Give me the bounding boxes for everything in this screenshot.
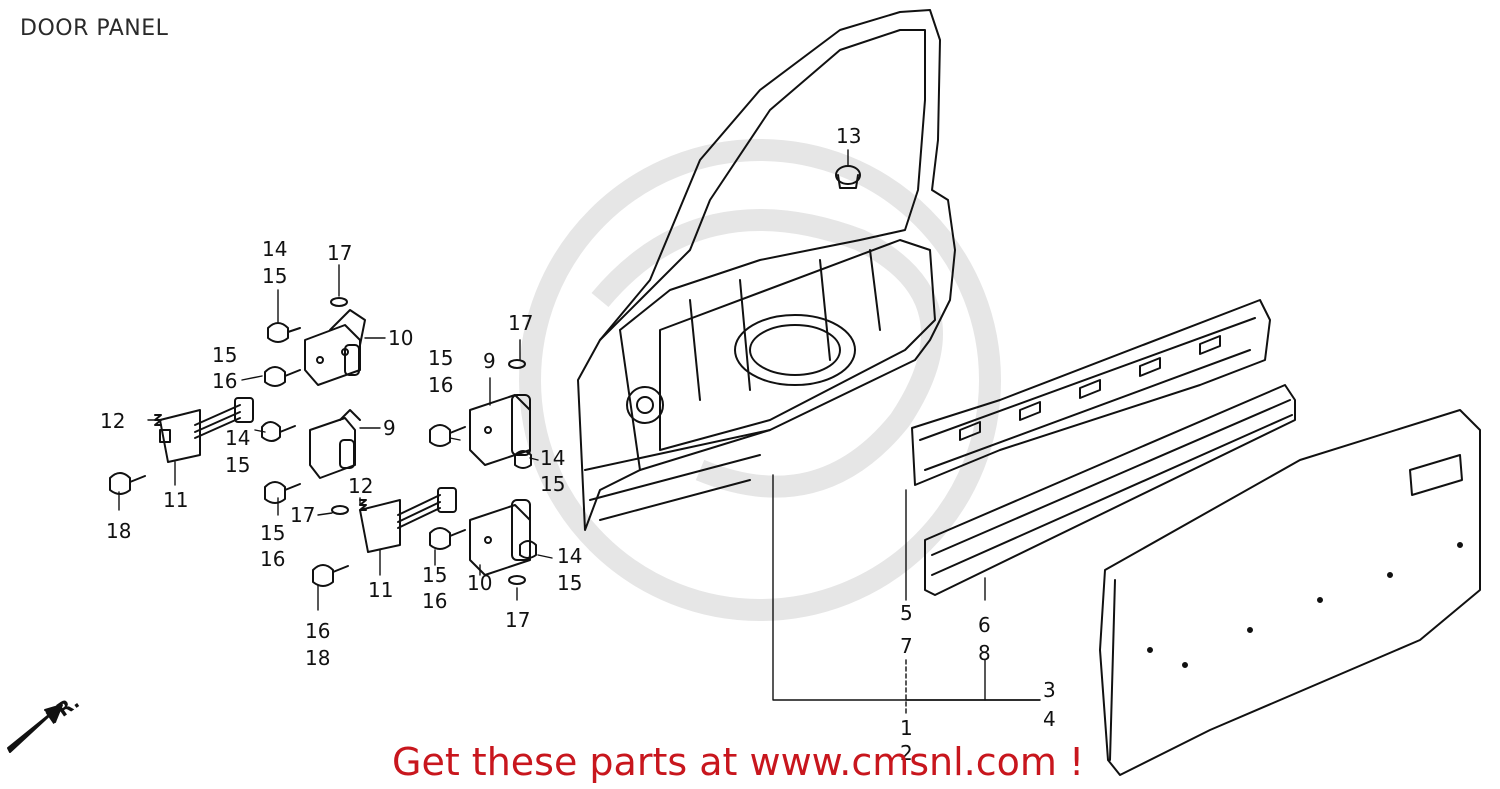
callout-15: 15	[225, 453, 250, 477]
door-reinforcement-beam	[911, 299, 1271, 486]
callout-15: 15	[540, 472, 565, 496]
callout-11: 11	[368, 578, 393, 602]
callout-14: 14	[225, 426, 250, 450]
door-weatherstrip	[924, 384, 1296, 596]
grommet-part	[835, 165, 861, 189]
callout-16: 16	[422, 589, 447, 613]
callout-14: 14	[540, 446, 565, 470]
callout-15: 15	[428, 346, 453, 370]
callout-3: 3	[1043, 678, 1056, 702]
callout-17: 17	[290, 503, 315, 527]
front-label: FR.	[42, 691, 83, 729]
door-checker-upper	[159, 397, 254, 463]
callout-17: 17	[327, 241, 352, 265]
callout-9: 9	[483, 349, 496, 373]
page-title: DOOR PANEL	[20, 16, 169, 41]
callout-12: 12	[100, 409, 125, 433]
callout-15: 15	[557, 571, 582, 595]
callout-16: 16	[428, 373, 453, 397]
callout-7: 7	[900, 634, 913, 658]
upper-hinge-door-side	[469, 394, 531, 466]
callout-11: 11	[163, 488, 188, 512]
callout-15: 15	[260, 521, 285, 545]
callout-10: 10	[467, 571, 492, 595]
callout-16: 16	[212, 369, 237, 393]
callout-10: 10	[388, 326, 413, 350]
callout-5: 5	[900, 601, 913, 625]
part-callouts: 13 14 15 17 10 15 16 12 14 15 9 11 18 15…	[42, 124, 1055, 765]
callout-17: 17	[505, 608, 530, 632]
callout-2: 2	[900, 741, 913, 765]
upper-hinge-assembly	[304, 309, 366, 386]
callout-13: 13	[836, 124, 861, 148]
clip-parts	[154, 297, 526, 585]
callout-15: 15	[212, 343, 237, 367]
callout-16: 16	[260, 547, 285, 571]
callout-6: 6	[978, 613, 991, 637]
callout-16: 16	[305, 619, 330, 643]
callout-15: 15	[422, 563, 447, 587]
callout-14: 14	[557, 544, 582, 568]
door-outer-skin	[1099, 409, 1481, 776]
callout-17: 17	[508, 311, 533, 335]
callout-9: 9	[383, 416, 396, 440]
watermark-logo	[519, 139, 1001, 621]
callout-8: 8	[978, 641, 991, 665]
callout-18: 18	[106, 519, 131, 543]
lower-hinge-door-side	[469, 499, 531, 576]
door-frame	[577, 9, 956, 531]
callout-1: 1	[900, 716, 913, 740]
callout-15: 15	[262, 264, 287, 288]
callout-14: 14	[262, 237, 287, 261]
callout-12: 12	[348, 474, 373, 498]
callout-4: 4	[1043, 707, 1056, 731]
front-direction-arrow	[7, 704, 63, 753]
promo-link-text[interactable]: Get these parts at www.cmsnl.com !	[392, 740, 1085, 784]
door-checker-lower	[359, 487, 457, 553]
bolt-parts	[109, 322, 537, 587]
callout-18: 18	[305, 646, 330, 670]
lower-hinge-assembly-left	[309, 409, 361, 479]
leader-lines	[118, 149, 1041, 716]
